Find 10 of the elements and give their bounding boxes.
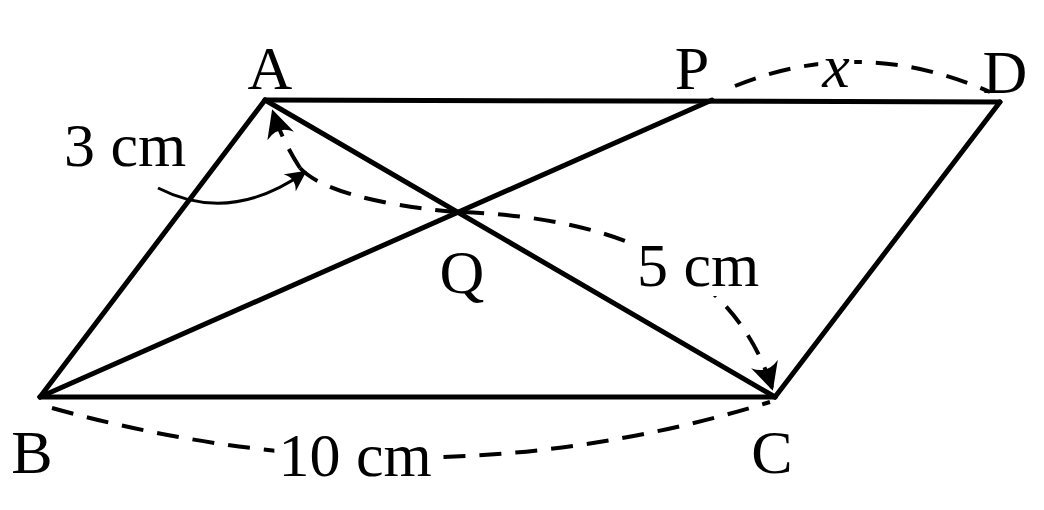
point-label: Q <box>438 241 486 303</box>
vertex-label: D <box>978 41 1032 103</box>
vertex-label: A <box>243 37 297 99</box>
line-segment <box>37 97 715 400</box>
line-segment <box>262 97 778 400</box>
line-segment <box>772 99 1003 400</box>
vertex-label: C <box>747 421 797 483</box>
line-segment <box>37 97 268 400</box>
vertex-label: B <box>7 421 57 483</box>
vertex-label: P <box>670 37 714 99</box>
